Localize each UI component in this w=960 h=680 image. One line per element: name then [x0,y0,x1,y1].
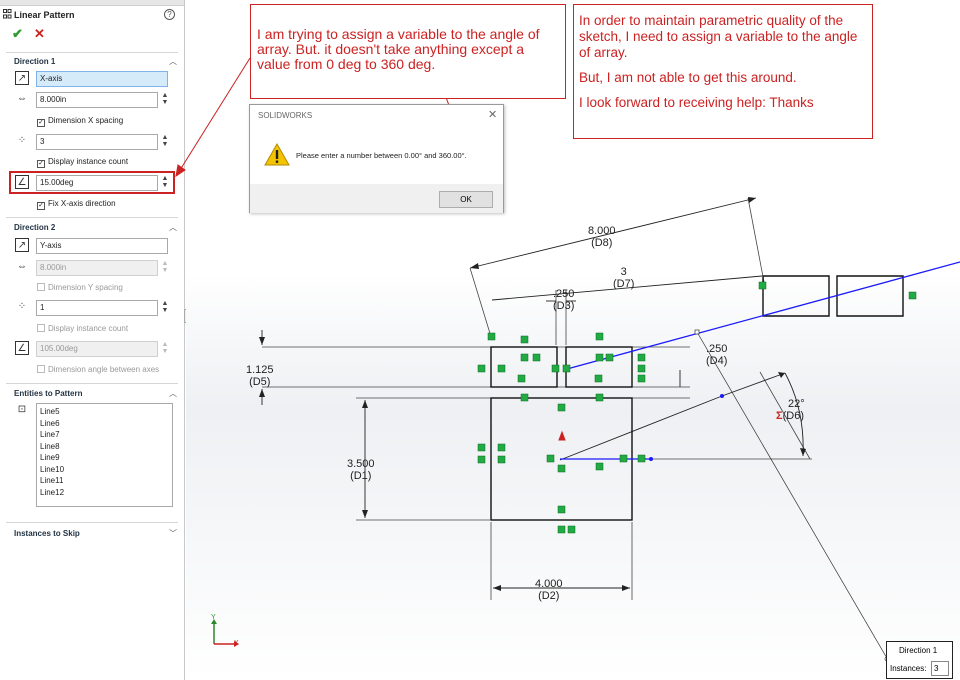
direction2-count-field[interactable]: 1 [36,300,158,316]
instance-count-icon: ⁘ [17,301,27,312]
dimension-lines [261,197,804,589]
pattern-direction-line [566,261,960,370]
arrowheads [259,197,806,591]
angle-icon: ∠ [15,341,29,355]
collapse-chevron-icon[interactable]: ︿ [169,389,177,398]
direction1-dimension-spacing-checkbox[interactable]: ✓Dimension X spacing [37,116,124,127]
divider [6,217,178,218]
divider [6,52,178,53]
list-item[interactable]: Line10 [40,464,65,474]
direction2-dimension-spacing-checkbox[interactable]: Dimension Y spacing [37,283,123,292]
property-manager: Linear Pattern ? ✔ ✕ Direction 1 ︿ ↗ X-a… [0,0,185,680]
dimension-angle-checkbox[interactable]: Dimension angle between axes [37,365,159,374]
ok-button[interactable]: OK [439,191,493,208]
direction-arrow-icon[interactable]: ↗ [15,238,29,252]
dimension-d7[interactable]: 3(D7) [613,266,635,290]
direction2-axis-field[interactable]: Y-axis [36,238,168,254]
direction1-display-count-checkbox[interactable]: ✓Display instance count [37,157,129,168]
list-item[interactable]: Line12 [40,487,65,497]
angle-highlight-box [9,171,175,194]
angle-icon: ∠ [15,175,29,189]
direction1-header[interactable]: Direction 1 [14,57,56,66]
axis-triad: Y X [209,614,245,654]
dimension-d1[interactable]: 3.500(D1) [347,458,375,482]
instance-count-icon: ⁘ [17,135,27,146]
direction-arrow-icon[interactable]: ↗ [15,71,29,85]
list-item[interactable]: Line7 [40,430,60,439]
divider [6,383,178,384]
spin-icon[interactable]: ▲▼ [161,134,169,148]
feature-title: Linear Pattern [14,10,75,20]
sketch-rectangles [490,275,904,521]
spin-icon[interactable]: ▲▼ [161,175,169,189]
error-dialog: SOLIDWORKS ✕ Please enter a number betwe… [249,104,504,213]
manager-tabs[interactable] [0,0,184,6]
expand-chevron-icon[interactable]: ﹀ [169,529,177,538]
divider [6,522,178,523]
triad-arrows-icon [211,619,239,647]
relation-glyphs [477,281,917,534]
dimension-d4[interactable]: .250(D4) [706,343,728,367]
dialog-message: Please enter a number between 0.00° and … [296,151,467,160]
direction1-spacing-field[interactable]: 8.000in [36,92,158,108]
linear-pattern-icon [3,9,12,19]
direction2-angle-field[interactable]: 105.00deg [36,341,158,357]
direction1-count-field[interactable]: 3 [36,134,158,150]
dimension-d3[interactable]: .250(D3) [553,288,575,312]
list-item[interactable]: Line6 [40,418,60,428]
instance-count-callout: Direction 1 Instances: 3 [886,641,953,679]
spacing-icon: ⇔ [17,93,27,104]
collapse-chevron-icon[interactable]: ︿ [169,57,177,66]
dimension-d2[interactable]: 4.000(D2) [535,578,563,602]
y-axis-label: Y [211,614,216,621]
spin-icon[interactable]: ▲▼ [161,92,169,106]
annotation-paragraph: But, I am not able to get this around. [579,70,797,85]
entities-icon: ⊡ [17,404,27,415]
list-item[interactable]: Line9 [40,453,60,462]
callout-label: Instances: [890,664,927,673]
annotation-left: I am trying to assign a variable to the … [250,4,566,99]
instance-count-input[interactable]: 3 [931,661,949,676]
dimension-d5[interactable]: 1.125(D5) [246,364,274,388]
list-item[interactable]: Line8 [40,441,60,451]
callout-title: Direction 1 [899,646,938,655]
help-icon[interactable]: ? [164,9,175,20]
dialog-title: SOLIDWORKS [258,111,313,120]
spin-icon[interactable]: ▲▼ [161,300,169,314]
callout-leader [696,331,889,661]
list-item[interactable]: Line5 [40,407,60,416]
direction2-header[interactable]: Direction 2 [14,223,56,232]
entities-header[interactable]: Entities to Pattern [14,389,83,398]
sketch-points [649,394,724,461]
annotation-paragraph: I look forward to receiving help: Thanks [579,95,814,110]
direction2-spacing-field[interactable]: 8.000in [36,260,158,276]
direction2-display-count-checkbox[interactable]: Display instance count [37,324,128,333]
dimension-d8[interactable]: 8.000(D8) [588,225,616,249]
skip-header[interactable]: Instances to Skip [14,529,80,538]
warning-icon [264,143,290,166]
collapse-chevron-icon[interactable]: ︿ [169,223,177,232]
extension-lines [262,197,812,600]
direction1-axis-field[interactable]: X-axis [36,71,168,87]
cancel-x-icon[interactable]: ✕ [34,26,45,41]
dimension-d6[interactable]: 22°Σ(D6) [776,398,805,422]
fix-x-axis-checkbox[interactable]: ✓Fix X-axis direction [37,199,116,210]
annotation-paragraph: In order to maintain parametric quality … [579,13,858,60]
entities-list[interactable]: Line5 Line6 Line7 Line8 Line9 Line10 Lin… [36,403,173,507]
spin-icon[interactable]: ▲▼ [161,341,169,355]
ok-checkmark-icon[interactable]: ✔ [12,26,23,41]
spin-icon[interactable]: ▲▼ [161,260,169,274]
list-item[interactable]: Line11 [40,476,64,485]
close-icon[interactable]: ✕ [488,109,498,121]
annotation-right: In order to maintain parametric quality … [573,4,873,139]
spacing-icon: ⇔ [17,261,27,272]
x-axis-label: X [234,640,239,647]
direction1-angle-field[interactable]: 15.00deg [36,175,158,191]
